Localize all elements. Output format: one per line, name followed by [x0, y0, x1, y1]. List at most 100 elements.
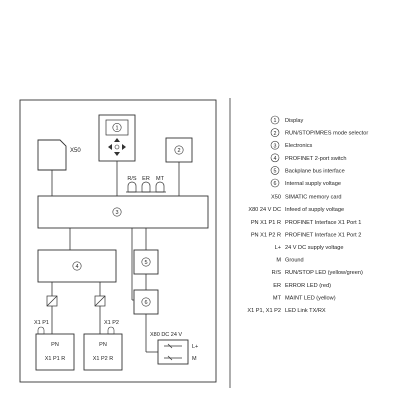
- x80-terminals: [164, 343, 182, 361]
- led-mt-icon: [155, 181, 165, 193]
- legend-row-numbered: 2 RUN/STOP/MRES mode selector: [270, 128, 368, 137]
- legend-description: MAINT LED (yellow): [285, 295, 336, 301]
- port-x1p2-block: [83, 333, 123, 371]
- display-callout-circle: [112, 123, 122, 133]
- display-keypad-icon: [108, 138, 126, 156]
- legend-row-numbered: 6 Internal supply voltage: [270, 178, 341, 188]
- legend-row-numbered: 1 Display: [270, 115, 304, 125]
- legend-number-circle: [270, 128, 280, 137]
- legend-key: L+: [275, 245, 281, 251]
- legend-description: Ground: [285, 258, 304, 264]
- legend-row-numbered: 5 Backplane bus interface: [270, 166, 345, 175]
- legend-description: PROFINET Interface X1 Port 1: [285, 220, 361, 226]
- profinet-switch-callout: 4: [75, 264, 78, 270]
- led-rs-label: R/S: [127, 176, 137, 182]
- legend-number-circle: [270, 140, 280, 150]
- legend-key: X80 24 V DC: [248, 207, 281, 213]
- electronics-callout-circle: [112, 207, 122, 217]
- legend-description: RUN/STOP LED (yellow/green): [285, 270, 363, 276]
- profinet-switch-callout-circle: [72, 261, 82, 271]
- internal-supply-callout: 6: [144, 300, 147, 306]
- electronics-block: [37, 195, 209, 229]
- backplane-callout-circle: [141, 257, 151, 267]
- connector-lines: [51, 161, 180, 334]
- legend-key: X50: [271, 195, 281, 201]
- mode-selector-callout: 2: [177, 148, 180, 154]
- legend-number: 1: [274, 118, 277, 124]
- mode-selector-callout-circle: [174, 145, 184, 155]
- legend-key: ER: [273, 283, 281, 289]
- legend-description: Infeed of supply voltage: [285, 207, 344, 213]
- legend-row-keyed: ER ERROR LED (red): [273, 283, 331, 289]
- legend-row-keyed: M Ground: [276, 258, 303, 264]
- display-screen: [105, 119, 129, 136]
- legend-key: PN X1 P2 R: [251, 232, 281, 238]
- legend-number: 4: [274, 156, 277, 162]
- legend-row-keyed: L+ 24 V DC supply voltage: [275, 245, 344, 251]
- legend-description: Backplane bus interface: [285, 168, 345, 174]
- led-er-label: ER: [142, 176, 150, 182]
- link-led-p2-icon: [94, 295, 106, 307]
- electronics-callout: 3: [115, 210, 118, 216]
- legend-description: 24 V DC supply voltage: [285, 245, 343, 251]
- legend-key: R/S: [272, 270, 282, 276]
- x1p2-label: X1 P2: [104, 320, 119, 326]
- port-led-icons: [37, 326, 115, 335]
- port-x1p1-pn: PN: [51, 342, 59, 348]
- port-x1p2-pn: PN: [99, 342, 107, 348]
- legend-description: RUN/STOP/MRES mode selector: [285, 131, 368, 137]
- port-x1p1-block: [35, 333, 75, 371]
- x1p1-label: X1 P1: [34, 320, 49, 326]
- legend-description: PROFINET Interface X1 Port 2: [285, 232, 361, 238]
- legend-description: Electronics: [285, 143, 313, 149]
- legend-number-circle: [270, 166, 280, 175]
- link-led-p1-icon: [46, 295, 58, 307]
- port-x1p1-label: X1 P1 R: [45, 356, 66, 362]
- legend-number-circle: [270, 178, 280, 188]
- legend-row-keyed: X50 SIMATIC memory card: [271, 195, 341, 201]
- legend-number: 2: [274, 131, 277, 137]
- internal-supply-callout-circle: [141, 297, 151, 307]
- legend-number-circle: [270, 115, 280, 125]
- led-icons: [126, 181, 166, 193]
- backplane-block: [133, 249, 159, 275]
- legend-row-keyed: PN X1 P1 R PROFINET Interface X1 Port 1: [251, 220, 362, 226]
- led-er-icon: [141, 181, 151, 193]
- x80-label: X80 DC 24 V: [150, 332, 182, 338]
- legend-description: LED Link TX/RX: [285, 308, 326, 314]
- port-x1p2-label: X1 P2 R: [93, 356, 114, 362]
- legend-description: ERROR LED (red): [285, 283, 331, 289]
- legend-key: M: [276, 258, 281, 264]
- legend: 1 Display 2 RUN/STOP/MRES mode selector 3 Ele…: [247, 115, 368, 314]
- legend-row-numbered: 3 Electronics: [270, 140, 313, 150]
- legend-row-keyed: PN X1 P2 R PROFINET Interface X1 Port 2: [251, 232, 362, 238]
- legend-number: 3: [274, 143, 277, 149]
- module-frame: [19, 99, 217, 383]
- led-rs-icon: [127, 181, 137, 193]
- legend-number-circle: [270, 153, 280, 163]
- legend-key: PN X1 P1 R: [251, 220, 281, 226]
- legend-description: Internal supply voltage: [285, 181, 341, 187]
- display-callout: 1: [115, 126, 118, 132]
- legend-number: 6: [274, 181, 277, 187]
- memory-card-icon: [37, 139, 67, 171]
- x80-connector-block: [157, 339, 189, 365]
- legend-number: 5: [274, 169, 277, 175]
- led-mt-label: MT: [156, 176, 165, 182]
- link-led-icons: [46, 295, 106, 307]
- legend-key: MT: [273, 295, 282, 301]
- x50-label: X50: [70, 148, 81, 154]
- internal-supply-block: [133, 289, 159, 315]
- x80-lplus-label: L+: [192, 344, 198, 350]
- legend-description: SIMATIC memory card: [285, 195, 341, 201]
- legend-description: Display: [285, 118, 304, 124]
- legend-row-keyed: X80 24 V DC Infeed of supply voltage: [248, 207, 344, 213]
- profinet-switch-block: [37, 249, 117, 283]
- legend-row-keyed: X1 P1, X1 P2 LED Link TX/RX: [247, 308, 325, 314]
- backplane-callout: 5: [144, 260, 147, 266]
- legend-key: X1 P1, X1 P2: [247, 308, 281, 314]
